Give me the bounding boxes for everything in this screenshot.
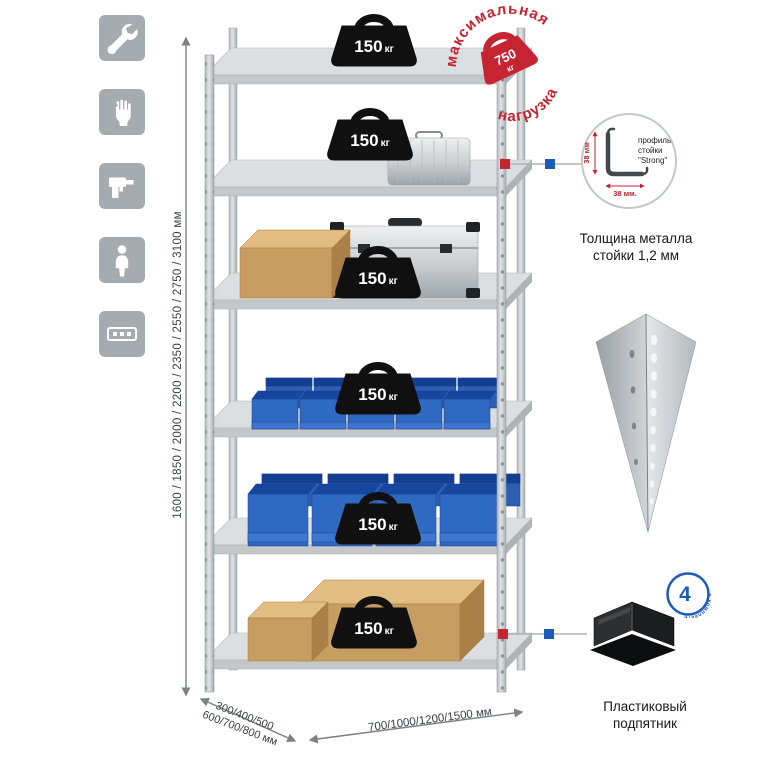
foot-marker-red — [498, 629, 508, 639]
red-weight-icon — [483, 32, 517, 55]
weight-icon — [327, 108, 413, 161]
cardboard-box-shelf3 — [239, 229, 351, 299]
profile-callout: 38 мм 38 мм. профиль стойки "Strong" — [580, 112, 678, 210]
gloves-icon — [115, 99, 131, 126]
level-icon — [107, 327, 137, 341]
max-load-stamp: максимальная нагрузка 750 кг — [427, 0, 580, 135]
stamp-arc-bottom: нагрузка — [491, 80, 568, 135]
profile-vertical-dim: 38 мм — [582, 142, 591, 164]
feature-tile-gloves — [99, 89, 145, 135]
profile-label-1: профиль — [638, 136, 671, 145]
profile-marker-red — [500, 159, 510, 169]
drill-icon — [109, 177, 134, 198]
foot-marker-blue — [544, 629, 554, 639]
stamp-unit: кг — [505, 62, 516, 74]
cardboard-boxes-bottom — [247, 579, 485, 662]
kit-count-badge: 4 в комплекте — [664, 570, 712, 620]
plastic-foot-image — [590, 601, 676, 666]
profile-caption: Толщина металла стойки 1,2 мм — [579, 231, 693, 263]
weight-icon — [331, 14, 417, 67]
feature-tile-tools — [99, 163, 145, 209]
profile-horizontal-dim: 38 мм. — [613, 189, 637, 198]
weight-icon — [331, 596, 417, 649]
height-dimension-label: 1600 / 1850 / 2000 / 2200 / 2350 / 2550 … — [172, 211, 184, 519]
rack-back-left-post — [228, 27, 238, 671]
rack-back-right-post — [516, 27, 526, 671]
person-icon — [115, 245, 129, 277]
profile-label-2: стойки — [638, 146, 662, 155]
foot-caption: Пластиковый подпятник — [603, 699, 687, 731]
weight-icon — [335, 492, 421, 545]
svg-text:нагрузка: нагрузка — [491, 80, 568, 134]
feature-tile-level — [99, 311, 145, 357]
weight-icon — [335, 362, 421, 415]
feature-tile-assembly — [99, 15, 145, 61]
weight-icon — [335, 246, 421, 299]
post-profile-sketch — [605, 131, 645, 177]
feature-tile-person — [99, 237, 145, 283]
width-dimension-label: 700/1000/1200/1500 мм — [367, 705, 493, 735]
profile-label-3: "Strong" — [638, 156, 667, 165]
angle-post-image — [595, 313, 697, 533]
kit-count-value: 4 — [679, 583, 691, 606]
profile-marker-blue — [545, 159, 555, 169]
wrench-icon — [107, 23, 138, 55]
